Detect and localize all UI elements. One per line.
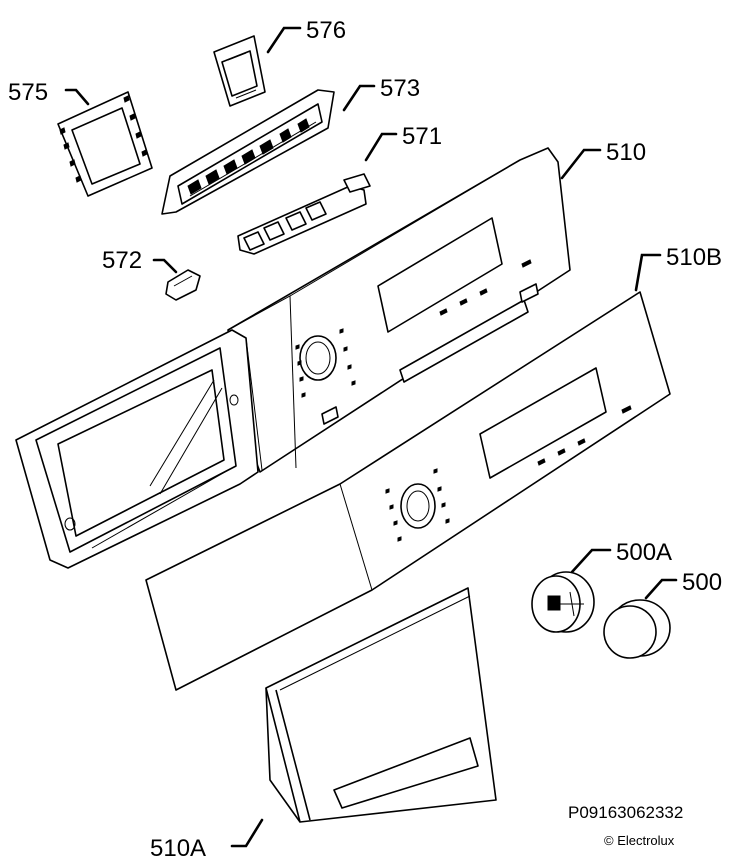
part-576-display-window	[213, 35, 266, 107]
label-510b: 510B	[666, 244, 722, 271]
leader-lines	[64, 26, 678, 848]
part-510-control-panel	[15, 147, 571, 569]
part-572-button	[165, 269, 201, 301]
part-510a-drawer-front	[265, 587, 497, 823]
label-510: 510	[606, 139, 646, 166]
part-500a-knob-axis	[531, 571, 595, 633]
part-571-push-buttons	[237, 173, 371, 255]
part-573-control-board	[161, 89, 335, 215]
callout-labels: 576 575 573 571 510 572 510B 500A 500 51…	[8, 17, 722, 862]
copyright-notice: © Electrolux	[604, 833, 675, 848]
part-575-display-frame	[57, 91, 153, 197]
label-571: 571	[402, 123, 442, 150]
label-510a: 510A	[150, 835, 206, 862]
label-573: 573	[380, 75, 420, 102]
document-number: P09163062332	[568, 803, 684, 822]
part-510b-decor-panel	[145, 291, 671, 691]
label-500a: 500A	[616, 539, 672, 566]
label-576: 576	[306, 17, 346, 44]
label-500: 500	[682, 569, 722, 596]
part-500-knob	[603, 599, 671, 659]
label-575: 575	[8, 79, 48, 106]
label-572: 572	[102, 247, 142, 274]
